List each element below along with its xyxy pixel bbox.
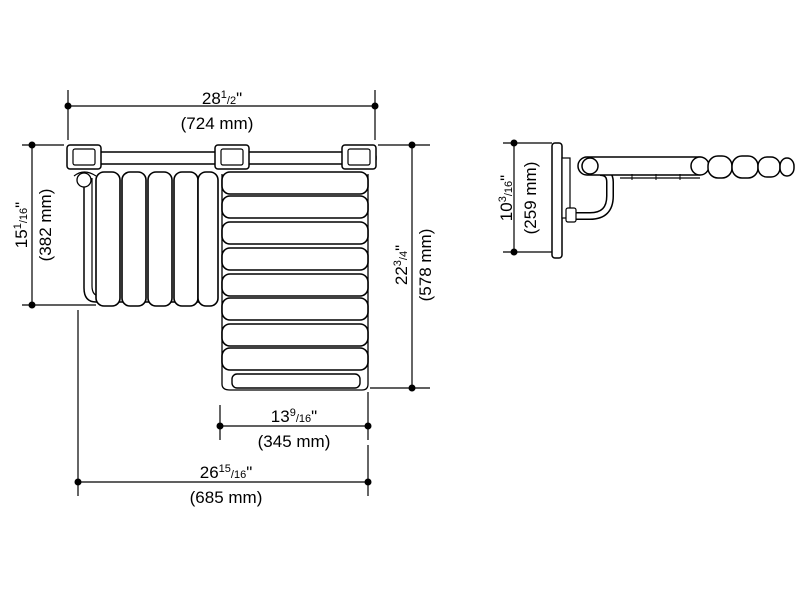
- dimension-line-side-projection: [503, 139, 552, 256]
- seat-slats: [221, 171, 369, 371]
- svg-text:151/16": 151/16": [12, 202, 31, 248]
- svg-text:2615/16": 2615/16": [200, 463, 253, 482]
- label-whole: 22: [392, 266, 411, 285]
- label-metric: (578 mm): [416, 229, 435, 302]
- label-numerator: 15: [219, 463, 231, 475]
- label-inch-mark: ": [497, 175, 516, 181]
- label-back-height: 151/16" (382 mm): [12, 189, 55, 262]
- mount-bracket-right: [341, 144, 377, 170]
- shower-seat-top-view: [66, 144, 377, 391]
- svg-text:103/16": 103/16": [497, 175, 516, 221]
- svg-text:281/2": 281/2": [202, 89, 242, 108]
- label-metric: (345 mm): [258, 432, 331, 451]
- label-metric: (685 mm): [190, 488, 263, 507]
- label-metric: (382 mm): [36, 189, 55, 262]
- label-seat-width: 139/16" (345 mm): [258, 407, 331, 451]
- svg-text:139/16": 139/16": [271, 407, 317, 426]
- label-denominator: 16: [18, 208, 30, 220]
- svg-text:223/4": 223/4": [392, 245, 411, 285]
- dimension-line-back-height: [22, 141, 96, 309]
- back-slats: [95, 171, 219, 307]
- label-seat-depth: 223/4" (578 mm): [392, 229, 435, 302]
- label-whole: 26: [200, 463, 219, 482]
- label-overall-depth: 2615/16" (685 mm): [190, 463, 263, 507]
- dimension-line-overall-depth: [74, 310, 372, 496]
- label-whole: 10: [497, 202, 516, 221]
- label-denominator: 16: [503, 181, 515, 193]
- label-numerator: 1: [221, 89, 227, 101]
- label-whole: 15: [12, 229, 31, 248]
- label-numerator: 3: [392, 260, 404, 266]
- label-numerator: 3: [497, 196, 509, 202]
- label-whole: 28: [202, 89, 221, 108]
- label-inch-mark: ": [311, 407, 317, 426]
- dimension-line-seat-width: [216, 392, 372, 440]
- label-denominator: 2: [230, 95, 236, 107]
- label-denominator: 16: [299, 413, 311, 425]
- label-whole: 13: [271, 407, 290, 426]
- dimension-line-seat-depth: [370, 141, 430, 392]
- label-numerator: 9: [290, 407, 296, 419]
- label-inch-mark: ": [12, 202, 31, 208]
- label-denominator: 16: [234, 469, 246, 481]
- label-numerator: 1: [12, 223, 24, 229]
- label-inch-mark: ": [392, 245, 411, 251]
- label-metric: (259 mm): [521, 162, 540, 235]
- label-inch-mark: ": [236, 89, 242, 108]
- label-overall-width: 281/2" (724 mm): [181, 89, 254, 133]
- mount-bracket-left: [66, 144, 102, 170]
- label-inch-mark: ": [246, 463, 252, 482]
- label-metric: (724 mm): [181, 114, 254, 133]
- dimension-line-overall-width: [64, 90, 379, 140]
- label-denominator: 4: [398, 251, 410, 257]
- label-side-projection: 103/16" (259 mm): [497, 162, 540, 235]
- shower-seat-side-view: [551, 142, 795, 259]
- mount-bracket-center: [214, 144, 250, 170]
